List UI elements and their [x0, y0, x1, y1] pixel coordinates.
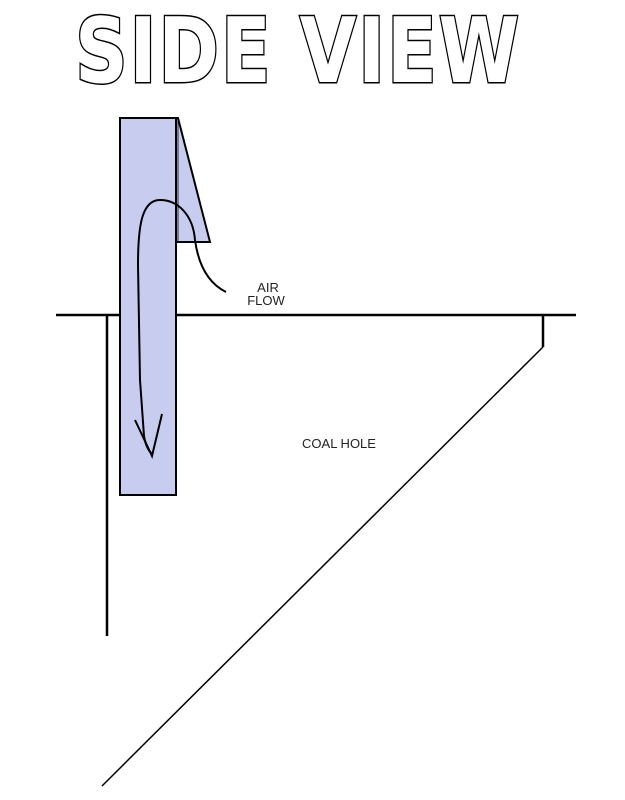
diagram-title: SIDE VIEW: [75, 0, 521, 104]
air-flow-arrowhead: [134, 413, 163, 460]
coal-hole-label: COAL HOLE: [302, 436, 376, 451]
duct-body: [119, 117, 177, 496]
air-label: AIR: [257, 280, 279, 295]
flow-label: FLOW: [247, 293, 285, 308]
intake-hood: [175, 117, 212, 243]
coal-hole-slope: [101, 346, 544, 787]
